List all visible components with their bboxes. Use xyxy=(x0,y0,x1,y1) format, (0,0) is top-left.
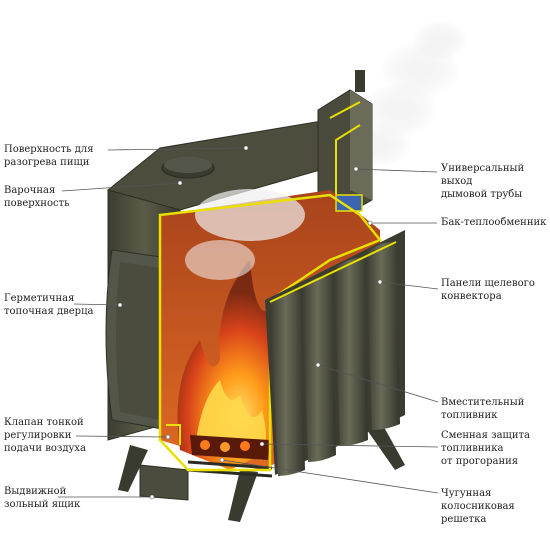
leader-dots xyxy=(117,145,383,500)
callout-surface-heating: Поверхность для разогрева пищи xyxy=(4,144,94,168)
callout-air-valve: Клапан тонкой регулировки подачи воздуха xyxy=(4,417,87,454)
callout-ash-drawer: Выдвижной зольный ящик xyxy=(4,486,81,510)
callout-fuel-protection: Сменная защита топливника от прогорания xyxy=(441,430,530,467)
chimney-pipe xyxy=(317,70,373,219)
callout-fuel-box: Вместительный топливник xyxy=(441,397,525,421)
stove-body xyxy=(105,117,361,501)
callout-convector-panels: Панели щелевого конвектора xyxy=(441,278,535,302)
callout-sealed-door: Герметичная топочная дверца xyxy=(4,293,94,317)
convector-panels xyxy=(265,230,405,476)
callout-grate: Чугунная колосниковая решетка xyxy=(441,488,515,525)
callout-cooking-surface: Варочная поверхность xyxy=(4,185,70,209)
stove-legs xyxy=(118,420,405,522)
callout-heat-exchanger: Бак-теплообменник xyxy=(441,217,547,228)
callout-flue-outlet: Универсальный выход дымовой трубы xyxy=(441,163,525,200)
leader-lines xyxy=(58,147,439,498)
